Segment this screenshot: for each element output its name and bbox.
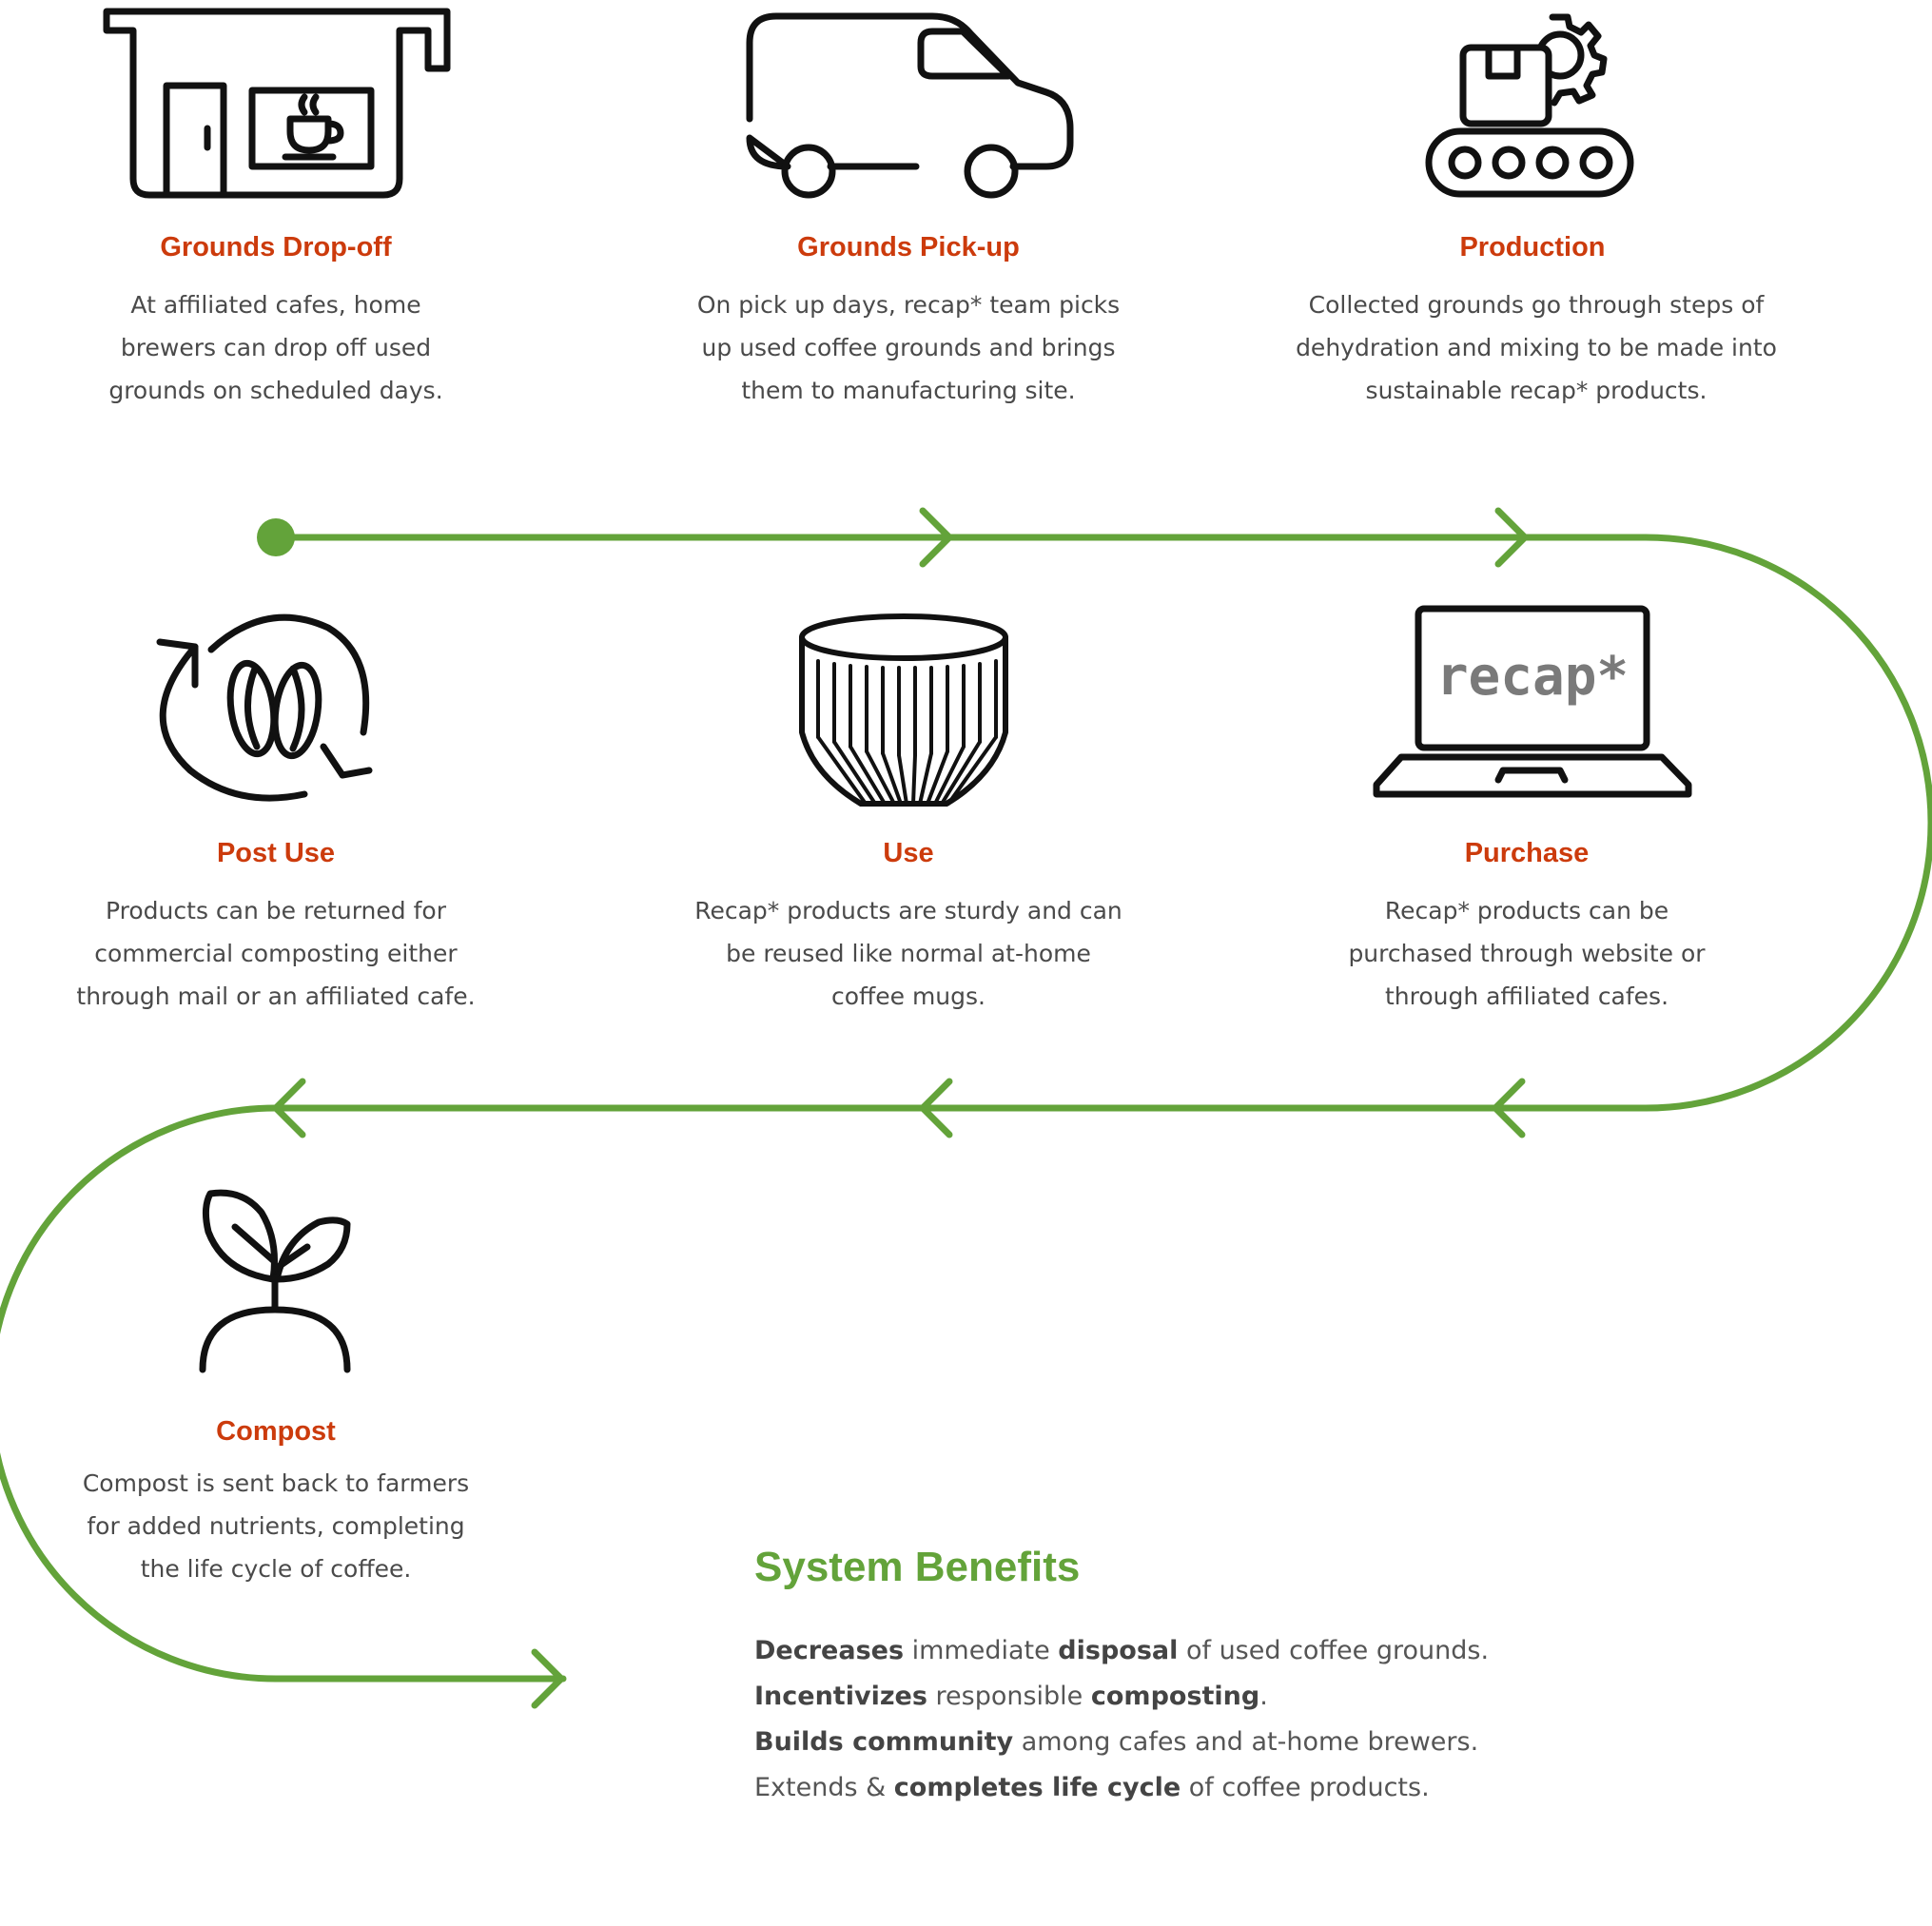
benefit-emphasis: Incentivizes <box>754 1682 927 1711</box>
laptop-icon: recap* <box>1365 599 1698 808</box>
benefit-text: of coffee products. <box>1181 1773 1430 1802</box>
flow-arrow-right-2 <box>1494 507 1529 568</box>
desc-line: be reused like normal at-home <box>726 940 1091 967</box>
desc-line: Compost is sent back to farmers <box>82 1469 470 1497</box>
step-title: Grounds Drop-off <box>160 232 392 263</box>
step-title: Purchase <box>1464 838 1590 868</box>
step-description: At affiliated cafes, home brewers can dr… <box>38 283 514 412</box>
desc-line: On pick up days, recap* team picks <box>696 291 1121 319</box>
benefit-emphasis: Decreases <box>754 1636 905 1665</box>
step-description: Recap* products can be purchased through… <box>1289 889 1765 1018</box>
sprout-icon <box>195 1184 357 1374</box>
benefit-item: Extends & completes life cycle of coffee… <box>754 1765 1610 1811</box>
system-benefits-section: System Benefits Decreases immediate disp… <box>754 1529 1610 1811</box>
laptop-screen-brand: recap* <box>1436 646 1629 708</box>
flow-arrow-left-3 <box>272 1078 306 1138</box>
flow-arrow-left-2 <box>919 1078 953 1138</box>
desc-line: through mail or an affiliated cafe. <box>76 982 476 1010</box>
desc-line: Recap* products are sturdy and can <box>694 897 1122 924</box>
benefit-text: Extends & <box>754 1773 894 1802</box>
desc-line: sustainable recap* products. <box>1365 377 1708 404</box>
step-description: On pick up days, recap* team picks up us… <box>671 283 1146 412</box>
desc-line: Products can be returned for <box>106 897 446 924</box>
desc-line: Recap* products can be <box>1384 897 1669 924</box>
benefit-item: Incentivizes responsible composting. <box>754 1674 1610 1720</box>
conveyor-gear-icon <box>1417 0 1646 204</box>
step-title: Post Use <box>216 838 336 868</box>
desc-line: coffee mugs. <box>830 982 986 1010</box>
flow-curve-right <box>1642 534 1932 1112</box>
benefit-item: Decreases immediate disposal of used cof… <box>754 1628 1610 1674</box>
step-production: Production Collected grounds go through … <box>1289 228 1784 412</box>
benefit-emphasis: composting <box>1090 1682 1260 1711</box>
cafe-storefront-icon <box>95 0 457 209</box>
desc-line: At affiliated cafes, home <box>130 291 421 319</box>
benefit-emphasis: Builds community <box>754 1727 1014 1757</box>
step-title: Compost <box>216 1416 336 1447</box>
step-compost: Compost Compost is sent back to farmers … <box>38 1412 514 1590</box>
benefit-text: responsible <box>927 1682 1091 1711</box>
desc-line: Collected grounds go through steps of <box>1308 291 1765 319</box>
step-title: Production <box>1459 232 1606 263</box>
step-grounds-pick-up: Grounds Pick-up On pick up days, recap* … <box>671 228 1146 412</box>
step-grounds-drop-off: Grounds Drop-off At affiliated cafes, ho… <box>38 228 514 412</box>
desc-line: them to manufacturing site. <box>741 377 1076 404</box>
desc-line: for added nutrients, completing <box>87 1512 465 1540</box>
system-benefits-title: System Benefits <box>754 1544 1081 1590</box>
benefit-item: Builds community among cafes and at-home… <box>754 1720 1610 1765</box>
benefit-emphasis: disposal <box>1058 1636 1179 1665</box>
desc-line: dehydration and mixing to be made into <box>1296 334 1777 361</box>
ribbed-cup-icon <box>794 609 1013 818</box>
benefit-text: . <box>1259 1682 1268 1711</box>
desc-line: up used coffee grounds and brings <box>701 334 1116 361</box>
benefit-emphasis: completes life cycle <box>893 1773 1181 1802</box>
recycle-bean-icon <box>152 604 381 818</box>
desc-line: grounds on scheduled days. <box>108 377 443 404</box>
system-benefits-list: Decreases immediate disposal of used cof… <box>754 1628 1610 1811</box>
desc-line: brewers can drop off used <box>120 334 432 361</box>
desc-line: through affiliated cafes. <box>1384 982 1669 1010</box>
step-title: Grounds Pick-up <box>797 232 1020 263</box>
desc-line: commercial composting either <box>94 940 458 967</box>
benefit-text: immediate <box>904 1636 1059 1665</box>
step-description: Compost is sent back to farmers for adde… <box>38 1462 514 1590</box>
flow-start-dot <box>257 518 295 556</box>
step-post-use: Post Use Products can be returned for co… <box>38 834 514 1018</box>
step-use: Use Recap* products are sturdy and can b… <box>671 834 1146 1018</box>
flow-arrow-left-1 <box>1492 1078 1526 1138</box>
step-description: Collected grounds go through steps of de… <box>1289 283 1784 412</box>
flow-arrow-right-1 <box>919 507 953 568</box>
step-description: Recap* products are sturdy and can be re… <box>671 889 1146 1018</box>
step-purchase: Purchase Recap* products can be purchase… <box>1289 834 1765 1018</box>
desc-line: purchased through website or <box>1348 940 1706 967</box>
desc-line: the life cycle of coffee. <box>140 1555 412 1583</box>
delivery-van-icon <box>742 5 1084 204</box>
benefit-text: of used coffee grounds. <box>1178 1636 1490 1665</box>
step-title: Use <box>883 838 934 868</box>
benefit-text: among cafes and at-home brewers. <box>1013 1727 1479 1757</box>
flow-arrow-end <box>531 1648 565 1709</box>
flow-curve-left <box>0 1104 280 1683</box>
step-description: Products can be returned for commercial … <box>38 889 514 1018</box>
